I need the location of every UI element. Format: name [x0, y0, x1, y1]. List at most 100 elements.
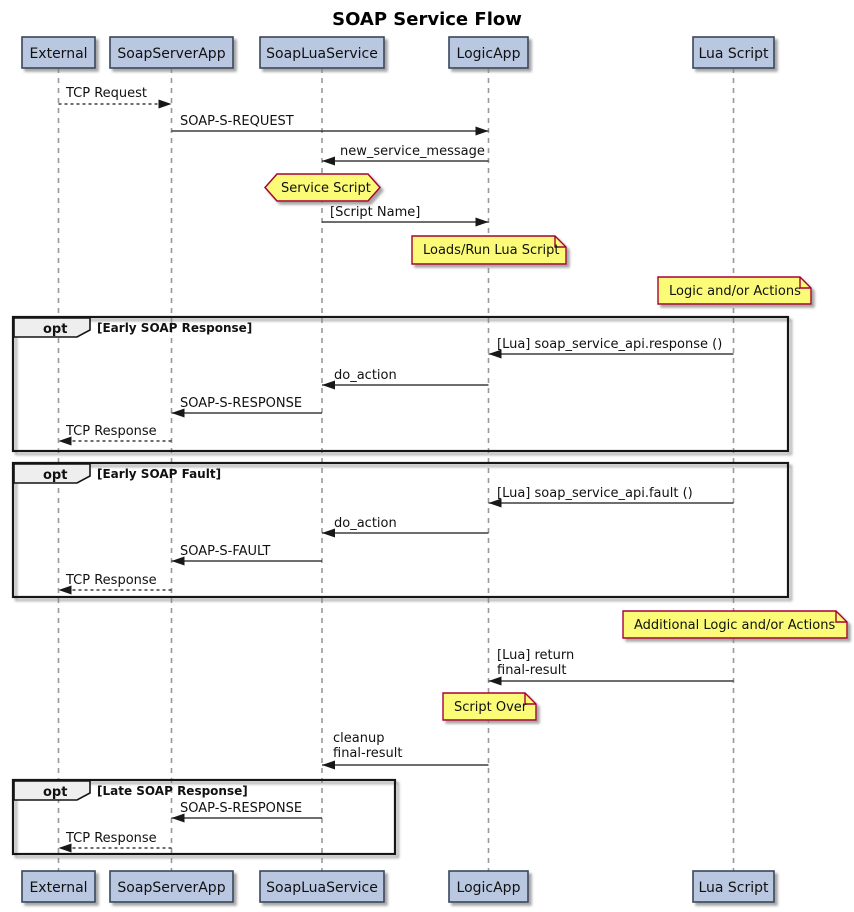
- fragment-operator-tab: [13, 317, 91, 338]
- hexagon-note-label: Service Script: [281, 181, 371, 196]
- participant-box: [21, 36, 96, 69]
- message-8: [Lua] soap_service_api.fault (): [488, 486, 734, 508]
- note-label: Logic and/or Actions: [669, 284, 801, 299]
- arrowhead-icon: [475, 126, 489, 136]
- participant-label: Lua Script: [698, 880, 769, 896]
- participant-logic-app-bottom: LogicApp: [448, 870, 529, 903]
- fragment-operator-tab: [13, 780, 91, 801]
- message-label: SOAP-S-FAULT: [180, 544, 270, 559]
- message-1: SOAP-S-REQUEST: [171, 114, 489, 136]
- participant-logic-app-top: LogicApp: [448, 36, 529, 69]
- arrowhead-icon: [171, 813, 185, 823]
- note-shape: [622, 610, 848, 639]
- message-9: do_action: [322, 516, 489, 538]
- fragment-condition-label: [Late SOAP Response]: [97, 784, 248, 798]
- participant-external-top: External: [21, 36, 96, 69]
- participant-label: SoapServerApp: [117, 880, 225, 896]
- participant-box: [109, 36, 234, 69]
- note-script-over: Script Over: [442, 692, 537, 721]
- participant-soap-server-app-top: SoapServerApp: [109, 36, 234, 69]
- fragment-operator-label: opt: [43, 322, 67, 337]
- arrowhead-icon: [58, 585, 72, 595]
- participant-lua-script-top: Lua Script: [692, 36, 775, 69]
- message-label: final-result: [333, 746, 402, 761]
- fragment-operator-label: opt: [43, 785, 67, 800]
- message-label: TCP Request: [65, 86, 147, 101]
- participant-box: [692, 870, 775, 903]
- arrowhead-icon: [158, 99, 172, 109]
- participant-soap-lua-service-bottom: SoapLuaService: [259, 870, 385, 903]
- participant-lua-script-bottom: Lua Script: [692, 870, 775, 903]
- note-shape: [442, 692, 537, 721]
- participant-external-bottom: External: [21, 870, 96, 903]
- hexagon-note-service-script: Service Script: [263, 173, 382, 202]
- participant-label: External: [29, 880, 87, 896]
- participant-box: [692, 36, 775, 69]
- message-10: SOAP-S-FAULT: [171, 544, 322, 566]
- participant-box: [21, 870, 96, 903]
- fragment-early-soap-response: opt [Early SOAP Response]: [11, 315, 790, 453]
- message-label: SOAP-S-REQUEST: [180, 114, 294, 129]
- message-7: TCP Response: [58, 424, 172, 446]
- fragment-operator-label: opt: [43, 468, 67, 483]
- note-fold-icon: [799, 277, 811, 289]
- message-label: TCP Response: [65, 424, 157, 439]
- message-3: [Script Name]: [322, 205, 489, 227]
- fragment-condition-label: [Early SOAP Response]: [97, 321, 252, 335]
- note-additional-logic: Additional Logic and/or Actions: [622, 610, 848, 639]
- arrowhead-icon: [322, 156, 335, 166]
- arrowhead-icon: [58, 843, 72, 853]
- arrowhead-icon: [171, 408, 185, 418]
- arrowhead-icon: [488, 498, 502, 508]
- arrowhead-icon: [171, 556, 185, 566]
- message-label: [Script Name]: [330, 205, 420, 220]
- message-label: SOAP-S-RESPONSE: [180, 801, 302, 816]
- arrowhead-icon: [488, 676, 502, 686]
- fragment-condition-label: [Early SOAP Fault]: [97, 467, 221, 481]
- message-11: TCP Response: [58, 573, 172, 595]
- participant-label: External: [29, 46, 87, 62]
- diagram-title: SOAP Service Flow: [332, 9, 522, 30]
- message-label: TCP Response: [65, 573, 157, 588]
- message-0: TCP Request: [58, 86, 172, 109]
- note-shape: [657, 276, 812, 305]
- note-label: Script Over: [454, 700, 528, 715]
- note-fold-icon: [524, 693, 536, 705]
- note-label: Additional Logic and/or Actions: [634, 618, 835, 633]
- note-loads-run-lua-script: Loads/Run Lua Script: [411, 235, 567, 265]
- note-logic-actions: Logic and/or Actions: [657, 276, 812, 305]
- arrowhead-icon: [322, 528, 335, 538]
- note-fold-icon: [554, 236, 566, 248]
- participant-box: [259, 36, 385, 69]
- fragment-early-soap-fault: opt [Early SOAP Fault]: [11, 461, 790, 599]
- participant-box: [259, 870, 385, 903]
- message-label: [Lua] soap_service_api.response (): [497, 337, 722, 352]
- participant-label: Lua Script: [698, 46, 769, 62]
- participant-box: [448, 870, 529, 903]
- hexagon-shape: [263, 173, 382, 202]
- message-6: SOAP-S-RESPONSE: [171, 396, 322, 418]
- note-label: Loads/Run Lua Script: [423, 243, 559, 258]
- message-4: [Lua] soap_service_api.response (): [488, 337, 734, 359]
- message-5: do_action: [322, 368, 489, 390]
- message-label: cleanup: [333, 731, 384, 746]
- message-label: do_action: [334, 368, 397, 383]
- message-15: TCP Response: [58, 831, 172, 853]
- participant-soap-lua-service-top: SoapLuaService: [259, 36, 385, 69]
- participant-box: [109, 870, 234, 903]
- fragment-border: [11, 778, 397, 856]
- message-2: new_service_message: [322, 144, 489, 166]
- message-label: new_service_message: [340, 144, 485, 159]
- message-label: do_action: [334, 516, 397, 531]
- message-label: final-result: [497, 663, 566, 678]
- arrowhead-icon: [475, 217, 489, 227]
- fragment-late-soap-response: opt [Late SOAP Response]: [11, 778, 397, 856]
- note-fold-icon: [835, 611, 847, 623]
- participant-label: SoapLuaService: [266, 880, 378, 896]
- message-label: TCP Response: [65, 831, 157, 846]
- participant-label: LogicApp: [457, 46, 521, 62]
